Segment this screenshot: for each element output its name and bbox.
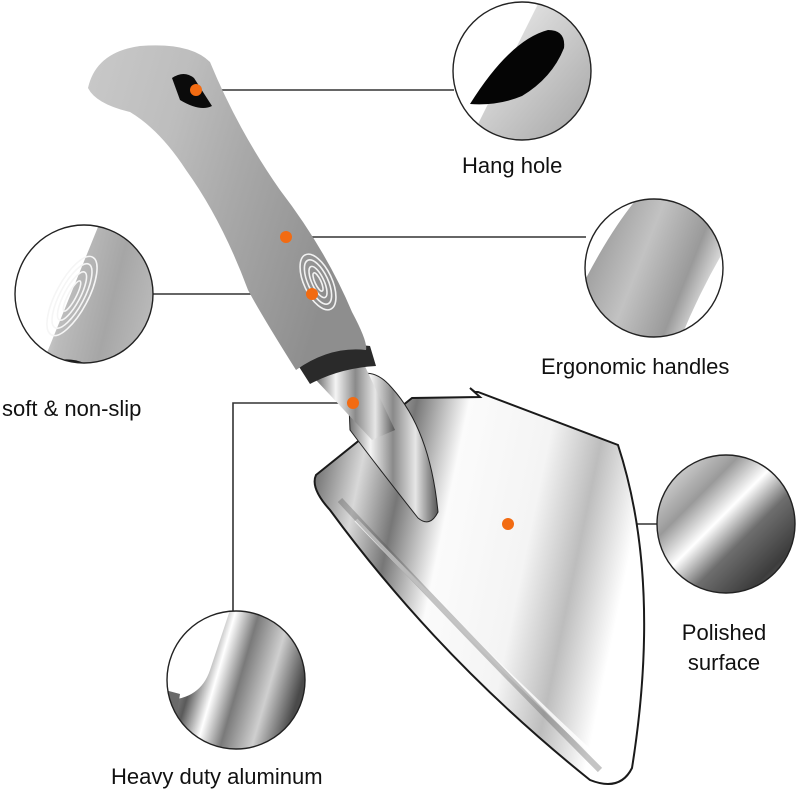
label-polished-surface: Polished surface (668, 618, 780, 678)
detail-circle-ergonomic (584, 198, 724, 338)
detail-circle-polished (656, 454, 796, 594)
label-polished-line2: surface (687, 650, 761, 675)
marker-dot-soft (306, 288, 318, 300)
label-hang-hole: Hang hole (462, 153, 563, 178)
detail-circle-soft-non-slip (14, 224, 154, 364)
label-ergonomic-handles: Ergonomic handles (541, 354, 730, 379)
label-heavy-duty-aluminum: Heavy duty aluminum (111, 764, 323, 789)
detail-circle-aluminum (166, 610, 306, 750)
marker-dots (190, 84, 514, 530)
label-polished-line1: Polished (681, 620, 767, 645)
label-soft-non-slip: soft & non-slip (2, 396, 142, 421)
trowel-blade (313, 372, 646, 785)
marker-dot-polished (502, 518, 514, 530)
marker-dot-hang-hole (190, 84, 202, 96)
leader-line-aluminum (232, 402, 352, 612)
detail-circle-hang-hole (452, 1, 592, 141)
grip-pattern (299, 253, 337, 311)
marker-dot-aluminum (347, 397, 359, 409)
marker-dot-ergonomic (280, 231, 292, 243)
